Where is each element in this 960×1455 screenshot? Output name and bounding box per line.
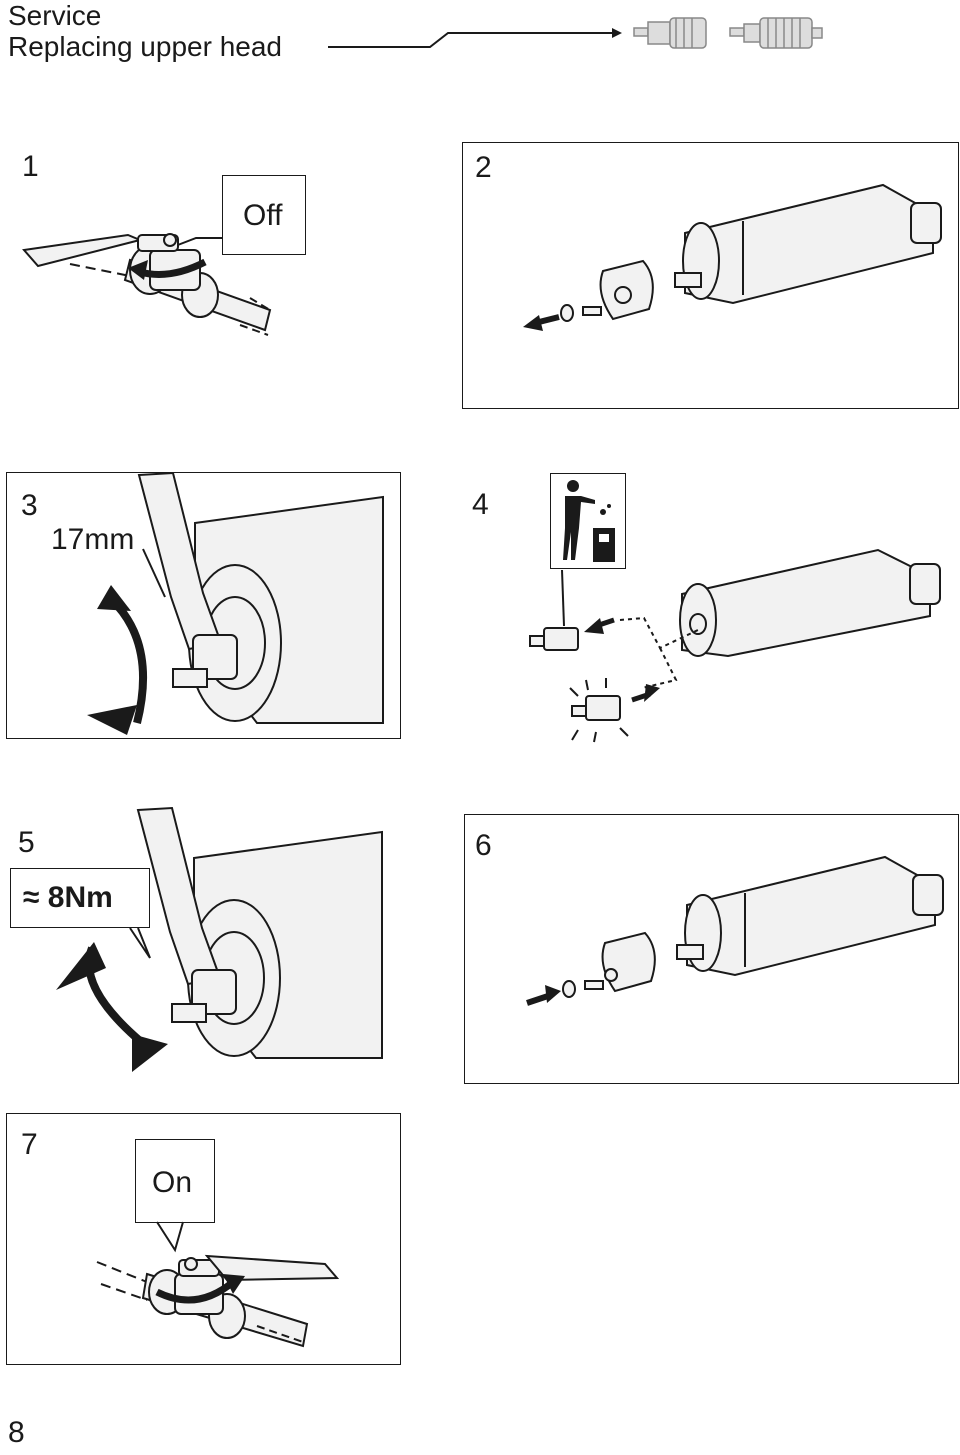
step-1-valve-off-illustration [22,233,272,336]
step-3-panel: 3 17mm [6,471,401,739]
step-4-dispose-callout-box [550,473,626,569]
step-4-cartridge-replace-illustration [529,548,941,743]
step-3-wrench-loosen-illustration [87,471,384,735]
title-line-2: Replacing upper head [8,31,282,62]
title-line-1: Service [8,0,102,31]
step-5-number: 5 [18,826,35,859]
step-6-thermostat-cap-refit-illustration [526,855,944,1006]
step-2-thermostat-cap-removal-illustration [523,183,942,331]
page-title: Service Replacing upper head [8,0,282,62]
step-7-number: 7 [21,1128,38,1161]
step-1-callout-box: Off [222,175,306,255]
step-5-torque: ≈ 8Nm [23,881,113,914]
step-2-panel: 2 [462,142,959,409]
step-6-number: 6 [475,829,492,862]
page-number: 8 [8,1416,25,1449]
header-leader-line [328,28,622,48]
step-7-callout-box: On [135,1139,215,1223]
step-6-panel: 6 [464,814,959,1084]
step-3-number: 3 [21,489,38,522]
step-2-number: 2 [475,151,492,184]
step-5-torque-callout-box: ≈ 8Nm [10,868,150,928]
step-3-wrench-size: 17mm [51,523,135,556]
cartridge-icon [633,17,707,49]
step-4-number: 4 [472,488,489,521]
cartridge-icon-thermostatic [729,17,823,49]
step-7-callout: On [152,1166,193,1199]
step-7-panel: 7 On [6,1113,401,1365]
waste-bin-dispose-icon [563,480,615,562]
step-7-valve-on-illustration [96,1221,340,1348]
step-5-wrench-tighten-illustration [56,806,383,1072]
step-1-callout: Off [243,199,283,232]
step-1-number: 1 [22,150,39,183]
